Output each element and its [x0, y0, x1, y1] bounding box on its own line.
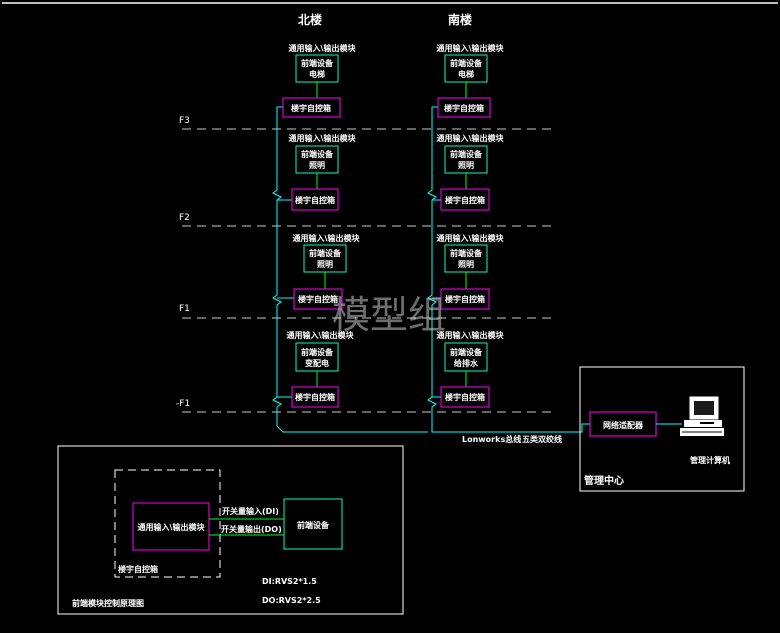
building-title-north: 北楼 — [298, 12, 322, 27]
device-label: 前端设备 — [450, 248, 483, 258]
device-label: 前端设备 — [450, 347, 483, 357]
device-type: 照明 — [458, 161, 474, 170]
spec-di: DI:RVS2*1.5 — [262, 577, 317, 586]
module-label: 通用输入\输出模块 — [287, 330, 355, 340]
north-unit-2: 通用输入\输出模块 前端设备 照明 楼宇自控箱 — [289, 133, 357, 211]
controller-label: 楼宇自控箱 — [298, 294, 338, 304]
controller-label: 楼宇自控箱 — [445, 195, 485, 205]
device-type: 变配电 — [305, 358, 329, 368]
module-label: 通用输入\输出模块 — [437, 133, 505, 143]
floor-label-f2: F2 — [179, 213, 190, 223]
floor-label-f1: F1 — [179, 304, 190, 314]
floor-label-f3: F3 — [179, 116, 190, 126]
controller-dashed-box — [114, 469, 221, 578]
controller-box[interactable] — [293, 288, 343, 310]
controller-label: 楼宇自控箱 — [444, 103, 484, 113]
detail-device-label: 前端设备 — [297, 520, 330, 530]
detail-diagram: 通用输入\输出模块 前端设备 开关量输入(DI) 开关量输出(DO) 楼宇自控箱… — [57, 445, 404, 615]
device-label: 前端设备 — [309, 248, 342, 258]
do-label: 开关量输出(DO) — [221, 524, 282, 534]
detail-module-box[interactable] — [132, 502, 210, 551]
module-label: 通用输入\输出模块 — [293, 233, 361, 243]
controller-box[interactable] — [440, 288, 490, 310]
bus-label: Lonworks总线 — [462, 434, 521, 444]
device-type: 照明 — [458, 260, 474, 269]
management-center-frame — [579, 366, 745, 492]
bus-trunk-south — [427, 106, 590, 433]
controller-box[interactable] — [440, 188, 490, 211]
detail-controller-label: 楼宇自控箱 — [118, 564, 158, 574]
detail-caption: 前端模块控制原理图 — [72, 598, 144, 608]
floor-lines — [182, 128, 552, 413]
south-unit-3: 通用输入\输出模块 前端设备 照明 楼宇自控箱 — [437, 233, 505, 310]
di-label: 开关量输入(DI) — [222, 506, 279, 516]
management-center-label: 管理中心 — [584, 474, 624, 487]
module-label: 通用输入\输出模块 — [437, 233, 505, 243]
network-adapter-label: 网络适配器 — [603, 420, 644, 430]
device-label: 前端设备 — [450, 149, 483, 159]
management-center: 网络适配器 管理计算机 管理中心 — [579, 366, 745, 492]
north-unit-3: 通用输入\输出模块 前端设备 照明 楼宇自控箱 — [293, 233, 361, 310]
computer-label: 管理计算机 — [690, 455, 730, 465]
device-type: 电梯 — [458, 69, 474, 79]
south-unit-1: 通用输入\输出模块 前端设备 电梯 楼宇自控箱 — [437, 43, 505, 118]
watermark: 模型组 — [332, 293, 446, 337]
detail-device-box[interactable] — [283, 498, 343, 550]
detail-frame — [57, 445, 404, 615]
controller-label: 楼宇自控箱 — [445, 294, 485, 304]
controller-box[interactable] — [291, 386, 339, 408]
device-type: 电梯 — [309, 69, 325, 79]
controller-box[interactable] — [282, 97, 341, 118]
controller-label: 楼宇自控箱 — [295, 195, 335, 205]
bus-trunk-north — [272, 106, 428, 433]
device-type: 给排水 — [454, 358, 479, 368]
north-unit-4: 通用输入\输出模块 前端设备 变配电 楼宇自控箱 — [287, 330, 355, 408]
module-label: 通用输入\输出模块 — [289, 133, 357, 143]
device-type: 照明 — [309, 161, 325, 170]
device-label: 前端设备 — [301, 58, 334, 68]
north-unit-1: 通用输入\输出模块 前端设备 电梯 楼宇自控箱 — [282, 43, 357, 118]
cable-label: 五类双绞线 — [522, 434, 562, 444]
floor-label-b1: -F1 — [176, 399, 190, 409]
module-label: 通用输入\输出模块 — [437, 43, 505, 53]
south-unit-4: 通用输入\输出模块 前端设备 给排水 楼宇自控箱 — [437, 330, 505, 408]
controller-box[interactable] — [440, 386, 490, 408]
controller-label: 楼宇自控箱 — [445, 392, 485, 402]
computer-icon[interactable] — [680, 396, 724, 436]
device-label: 前端设备 — [450, 58, 483, 68]
module-label: 通用输入\输出模块 — [437, 330, 505, 340]
controller-box[interactable] — [291, 188, 339, 211]
device-label: 前端设备 — [301, 149, 334, 159]
bus-trunk — [272, 106, 590, 433]
controller-label: 楼宇自控箱 — [295, 392, 335, 402]
south-unit-2: 通用输入\输出模块 前端设备 照明 楼宇自控箱 — [437, 133, 505, 211]
spec-do: DO:RVS2*2.5 — [262, 596, 321, 605]
building-title-south: 南楼 — [448, 12, 472, 27]
module-label: 通用输入\输出模块 — [289, 43, 357, 53]
detail-module-label: 通用输入\输出模块 — [138, 522, 206, 532]
device-type: 照明 — [317, 260, 333, 269]
device-label: 前端设备 — [301, 347, 334, 357]
controller-label: 楼宇自控箱 — [291, 103, 331, 113]
controller-box[interactable] — [437, 97, 491, 118]
